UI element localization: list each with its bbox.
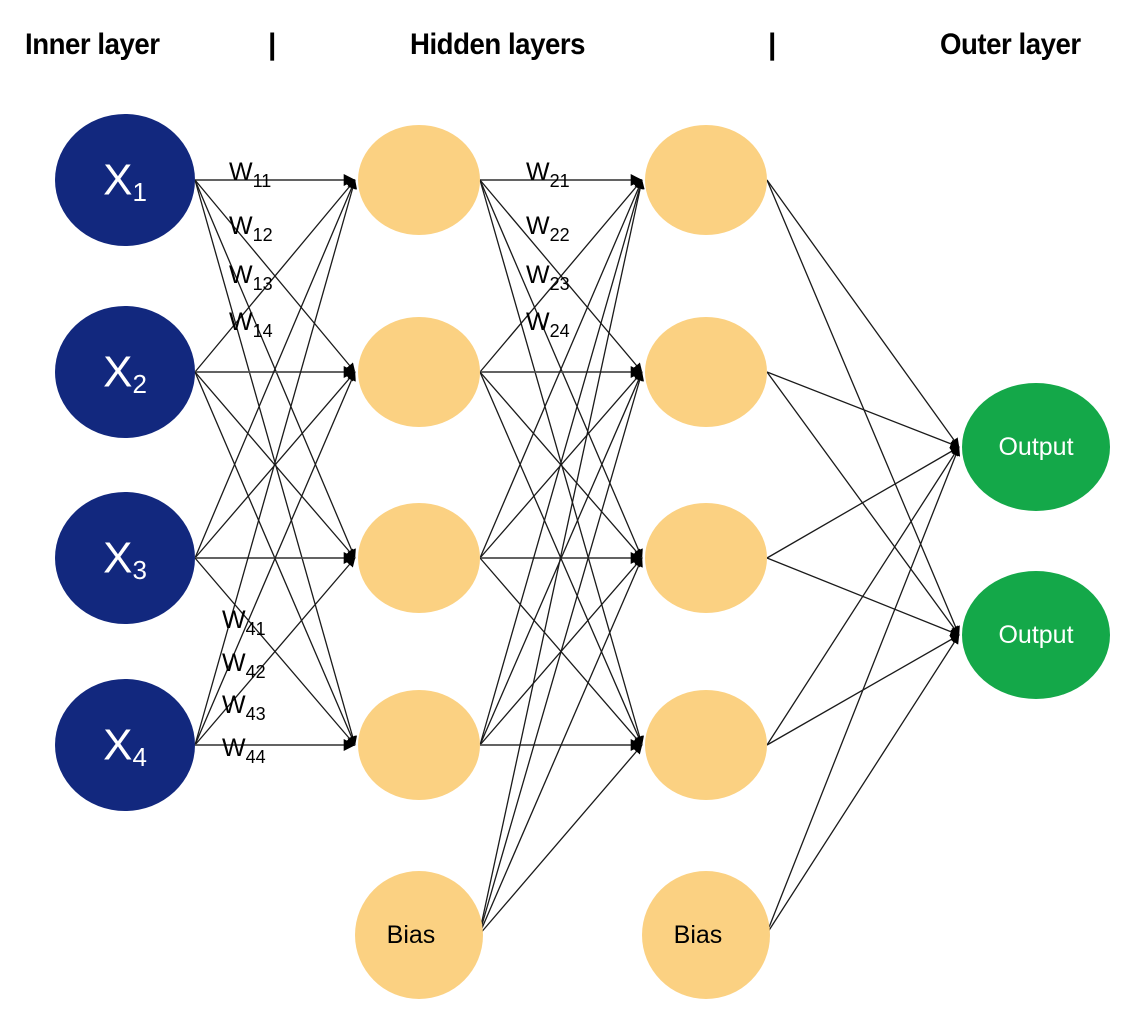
connection-edge bbox=[765, 446, 961, 936]
connection-edge bbox=[479, 179, 643, 373]
weight-label: W44 bbox=[222, 734, 266, 767]
weight-label: W14 bbox=[229, 308, 273, 341]
connection-edge bbox=[478, 557, 643, 936]
connection-edge bbox=[766, 179, 960, 448]
hidden-node-l1[interactable] bbox=[358, 125, 480, 235]
connection-edge bbox=[766, 371, 960, 449]
edges-input-to-hidden1 bbox=[194, 174, 358, 751]
hidden-node-l1[interactable] bbox=[358, 503, 480, 613]
edges-bias2-to-output bbox=[765, 446, 961, 936]
connection-edge bbox=[766, 179, 960, 636]
bias-node[interactable] bbox=[642, 871, 770, 999]
connection-edge bbox=[478, 179, 645, 936]
hidden-node-l2[interactable] bbox=[645, 503, 767, 613]
connection-edge bbox=[766, 446, 960, 559]
connection-edge bbox=[766, 371, 960, 636]
input-node[interactable] bbox=[55, 306, 195, 438]
bias-nodes: Bias Bias bbox=[355, 871, 770, 999]
header-hidden-layers: Hidden layers bbox=[410, 28, 586, 61]
connection-edge bbox=[194, 371, 356, 559]
connection-edge bbox=[194, 179, 358, 746]
hidden-node-l2[interactable] bbox=[645, 690, 767, 800]
output-node[interactable] bbox=[962, 383, 1110, 511]
connection-edge bbox=[478, 744, 643, 936]
hidden-node-l1[interactable] bbox=[358, 317, 480, 427]
weight-label: W42 bbox=[222, 649, 266, 682]
hidden-node-l1[interactable] bbox=[358, 690, 480, 800]
input-node[interactable] bbox=[55, 114, 195, 246]
connection-edge bbox=[194, 179, 356, 559]
hidden-layer-1-nodes bbox=[358, 125, 480, 800]
input-node[interactable] bbox=[55, 492, 195, 624]
connection-edge bbox=[478, 371, 644, 936]
connection-edge bbox=[479, 179, 643, 559]
connection-edge bbox=[479, 371, 643, 746]
connection-edge bbox=[194, 557, 356, 746]
weight-label: W11 bbox=[229, 158, 271, 191]
connection-edge bbox=[194, 371, 356, 746]
weight-label: W22 bbox=[526, 212, 570, 245]
hidden-node-l2[interactable] bbox=[645, 317, 767, 427]
bias-node-label: Bias bbox=[387, 921, 436, 949]
edges-hidden2-to-output bbox=[766, 179, 960, 746]
hidden-node-l2[interactable] bbox=[645, 125, 767, 235]
edges-hidden1-to-hidden2 bbox=[479, 174, 644, 751]
weight-label: W24 bbox=[526, 308, 570, 341]
weight-label: W41 bbox=[222, 606, 266, 639]
header-inner-layer: Inner layer bbox=[25, 28, 160, 61]
edges-bias1-to-hidden2 bbox=[478, 179, 645, 936]
connection-edge bbox=[479, 371, 643, 559]
connection-edge bbox=[194, 179, 356, 373]
weight-label: W21 bbox=[526, 158, 570, 191]
output-node-label: Output bbox=[998, 621, 1073, 649]
output-node-label: Output bbox=[998, 433, 1073, 461]
weight-label: W43 bbox=[222, 691, 266, 724]
connection-edge bbox=[765, 634, 960, 936]
hidden-layer-2-nodes bbox=[645, 125, 767, 800]
input-node[interactable] bbox=[55, 679, 195, 811]
header-divider-2: | bbox=[768, 28, 777, 61]
output-node[interactable] bbox=[962, 571, 1110, 699]
weight-label: W23 bbox=[526, 261, 570, 294]
connection-edge bbox=[766, 446, 960, 746]
connection-edge bbox=[479, 179, 644, 746]
bias-node-label: Bias bbox=[674, 921, 723, 949]
header-divider-1: | bbox=[268, 28, 277, 61]
weight-label: W12 bbox=[229, 212, 273, 245]
header-outer-layer: Outer layer bbox=[940, 28, 1081, 61]
bias-node[interactable] bbox=[355, 871, 483, 999]
